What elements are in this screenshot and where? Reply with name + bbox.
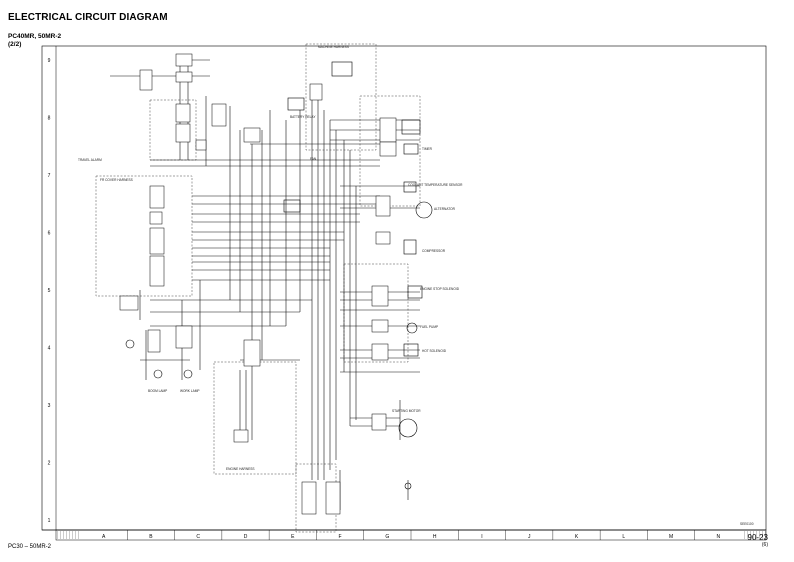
label-fan: FAN bbox=[310, 157, 317, 161]
label-fuel-pump: FUEL PUMP bbox=[420, 325, 438, 329]
grid-labels: A B C D E F G H I J K L M N 9 8 7 6 5 4 3 2 1 bbox=[48, 58, 721, 540]
grid-row-label: 6 bbox=[48, 231, 51, 237]
grid-column-label: G bbox=[385, 534, 389, 540]
hot-solenoid-symbol bbox=[403, 343, 419, 357]
sensor-symbol bbox=[403, 181, 417, 193]
grid-column-label: B bbox=[149, 534, 153, 540]
grid-column-label: J bbox=[528, 534, 531, 540]
work-lamp-symbol bbox=[183, 369, 193, 379]
harness-boundaries bbox=[95, 43, 421, 533]
footer-page: 90-23 (6) bbox=[748, 533, 768, 548]
grid-column-label: M bbox=[669, 534, 673, 540]
grid-column-label: E bbox=[291, 534, 295, 540]
grid-row-label: 9 bbox=[48, 58, 51, 64]
grid-column-label: N bbox=[717, 534, 721, 540]
starting-motor-symbol bbox=[398, 418, 418, 438]
fuse-symbol bbox=[287, 97, 305, 111]
grid-row-label: 2 bbox=[48, 461, 51, 467]
label-starting-motor: STARTING MOTOR bbox=[392, 409, 421, 413]
grid-column-label: I bbox=[481, 534, 482, 540]
ruler-hatch bbox=[56, 531, 80, 539]
relay-symbol bbox=[283, 199, 301, 213]
label-coolant-sensor: COOLANT TEMPERATURE SENSOR bbox=[408, 183, 463, 187]
grid-row-label: 7 bbox=[48, 173, 51, 179]
model-name: PC40MR, 50MR-2 bbox=[8, 33, 62, 40]
label-engine-harness: ENGINE HARNESS bbox=[226, 467, 255, 471]
battery-relay-symbol bbox=[331, 61, 353, 77]
grid-column-label: H bbox=[433, 534, 437, 540]
label-compressor: COMPRESSOR bbox=[422, 249, 446, 253]
label-hot-solenoid: HOT SOLENOID bbox=[422, 349, 447, 353]
solenoid-symbol bbox=[407, 285, 423, 299]
lamp-symbol bbox=[125, 339, 135, 349]
grid-row-label: 5 bbox=[48, 288, 51, 294]
grid-column-label: A bbox=[102, 534, 106, 540]
annotations: TRAVEL ALARM ALTERNATOR FUEL PUMP TIMER … bbox=[78, 45, 754, 526]
grid-column-label: L bbox=[622, 534, 625, 540]
grid-row-label: 4 bbox=[48, 346, 51, 352]
compressor-symbol bbox=[403, 239, 417, 255]
boom-lamp-symbol bbox=[153, 369, 163, 379]
label-work-lamp: WORK LAMP bbox=[180, 389, 199, 393]
label-alternator: ALTERNATOR bbox=[434, 207, 456, 211]
label-engine-stop-solenoid: ENGINE STOP SOLENOID bbox=[420, 287, 460, 291]
grid-row-label: 3 bbox=[48, 403, 51, 409]
label-timer: TIMER bbox=[422, 147, 433, 151]
grid-column-label: C bbox=[196, 534, 200, 540]
label-boom-lamp: BOOM LAMP bbox=[148, 389, 167, 393]
grid-column-label: K bbox=[575, 534, 579, 540]
connectors bbox=[119, 53, 397, 515]
page-title: ELECTRICAL CIRCUIT DIAGRAM bbox=[8, 12, 168, 23]
footer-model: PC30 – 50MR-2 bbox=[8, 544, 52, 550]
page-number: 90-23 bbox=[747, 533, 768, 542]
grid-column-label: F bbox=[339, 534, 342, 540]
label-machine-harness: MACHINE HARNESS bbox=[318, 45, 349, 49]
timer-symbol bbox=[403, 143, 419, 155]
label-travel-alarm: TRAVEL ALARM bbox=[78, 158, 102, 162]
ruler-hatch bbox=[742, 531, 766, 539]
grid-row-label: 1 bbox=[48, 518, 51, 524]
revision: (6) bbox=[761, 542, 768, 548]
wiring bbox=[110, 59, 420, 510]
alternator-symbol bbox=[415, 201, 433, 219]
grid-row-label: 8 bbox=[48, 116, 51, 122]
label-fr-cover-harness: FR COVER HARNESS bbox=[100, 178, 133, 182]
components bbox=[125, 61, 433, 490]
label-battery-relay: BATTERY RELAY bbox=[290, 115, 316, 119]
ground-symbol bbox=[404, 482, 412, 490]
engine-stop-solenoid-symbol bbox=[401, 119, 421, 135]
drawing-code: SEE0100 bbox=[740, 522, 754, 526]
fuel-pump-symbol bbox=[406, 322, 418, 334]
sheet-number: (2/2) bbox=[8, 41, 22, 48]
grid-column-label: D bbox=[244, 534, 248, 540]
diagram-subtitle: PC40MR, 50MR-2 (2/2) bbox=[8, 33, 61, 49]
